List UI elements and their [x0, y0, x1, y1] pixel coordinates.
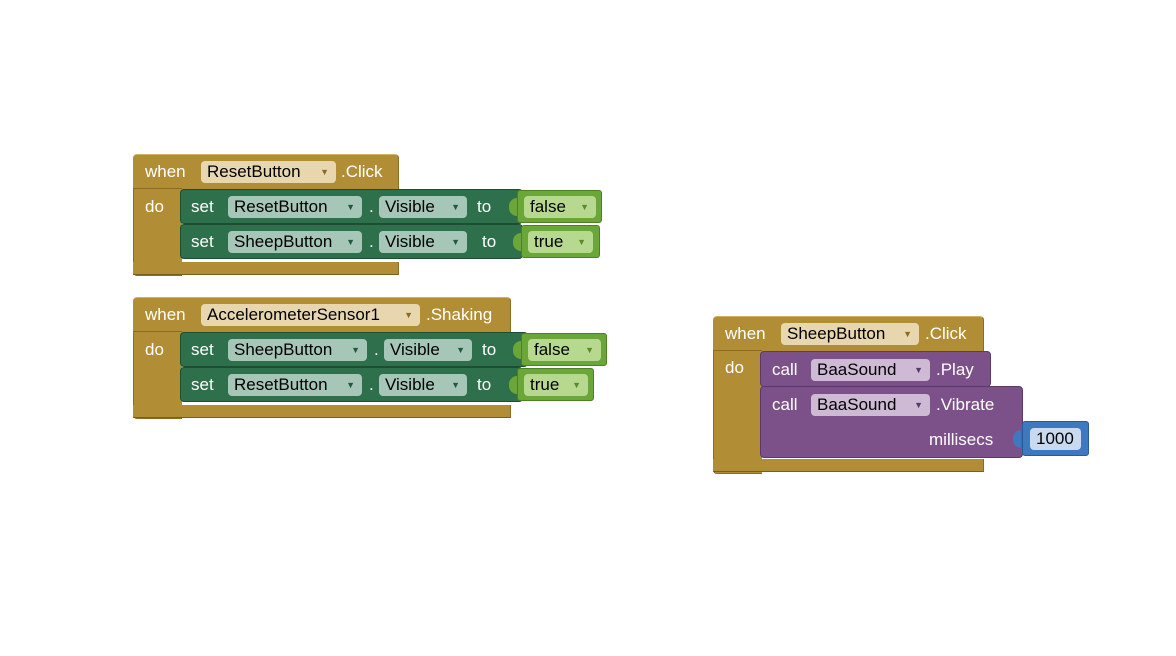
component-dropdown-sheepbutton[interactable]: SheepButton ▼	[781, 323, 919, 345]
call-block-play[interactable]: call BaaSound ▼ .Play	[760, 351, 991, 387]
do-label: do	[725, 358, 744, 377]
dropdown-arrow-icon: ▼	[903, 329, 912, 339]
dropdown-arrow-icon: ▼	[572, 380, 581, 390]
component-dropdown-resetbutton[interactable]: ResetButton ▼	[201, 161, 336, 183]
dropdown-arrow-icon: ▼	[577, 237, 586, 247]
set-block[interactable]: set SheepButton ▼ . Visible ▼ to	[180, 332, 528, 367]
do-label: do	[145, 197, 164, 216]
property-dropdown[interactable]: Visible ▼	[379, 374, 467, 396]
component-dropdown[interactable]: BaaSound ▼	[811, 359, 930, 381]
dropdown-arrow-icon: ▼	[914, 365, 923, 375]
set-block[interactable]: set ResetButton ▼ . Visible ▼ to	[180, 189, 523, 224]
component-dropdown-accelerometersensor1[interactable]: AccelerometerSensor1 ▼	[201, 304, 420, 326]
dot-label: .	[369, 197, 374, 216]
event-block-resetbutton-click[interactable]: when ResetButton ▼ .Click do set ResetBu…	[133, 154, 603, 279]
dot-label: .	[374, 340, 379, 359]
component-dropdown[interactable]: ResetButton ▼	[228, 374, 362, 396]
method-label: .Vibrate	[936, 395, 995, 414]
dropdown-arrow-icon: ▼	[404, 310, 413, 320]
boolean-block-true[interactable]: true ▼	[521, 225, 600, 258]
event-block-accelerometer-shaking[interactable]: when AccelerometerSensor1 ▼ .Shaking do …	[133, 297, 608, 422]
boolean-dropdown[interactable]: true ▼	[524, 374, 588, 396]
dot-label: .	[369, 232, 374, 251]
to-label: to	[477, 375, 492, 394]
property-dropdown[interactable]: Visible ▼	[379, 196, 467, 218]
event-name-label: .Click	[341, 162, 383, 181]
dropdown-arrow-icon: ▼	[346, 237, 355, 247]
do-label: do	[145, 340, 164, 359]
call-label: call	[772, 395, 798, 414]
param-label-millisecs: millisecs	[929, 430, 994, 449]
call-label: call	[772, 360, 798, 379]
set-label: set	[191, 197, 214, 216]
to-label: to	[477, 197, 492, 216]
set-label: set	[191, 375, 214, 394]
value-socket	[509, 376, 517, 394]
property-dropdown[interactable]: Visible ▼	[379, 231, 467, 253]
dropdown-arrow-icon: ▼	[451, 237, 460, 247]
dropdown-arrow-icon: ▼	[346, 380, 355, 390]
dot-label: .	[369, 375, 374, 394]
boolean-block-true[interactable]: true ▼	[517, 368, 594, 401]
number-block[interactable]: 1000	[1022, 421, 1089, 456]
dropdown-arrow-icon: ▼	[451, 380, 460, 390]
set-label: set	[191, 340, 214, 359]
boolean-block-false[interactable]: false ▼	[521, 333, 607, 366]
to-label: to	[482, 232, 497, 251]
when-label: when	[145, 162, 186, 181]
component-dropdown[interactable]: SheepButton ▼	[228, 231, 362, 253]
boolean-dropdown[interactable]: false ▼	[528, 339, 601, 361]
boolean-dropdown[interactable]: false ▼	[524, 196, 596, 218]
component-dropdown[interactable]: BaaSound ▼	[811, 394, 930, 416]
dropdown-arrow-icon: ▼	[585, 345, 594, 355]
set-block[interactable]: set ResetButton ▼ . Visible ▼ to	[180, 367, 523, 402]
event-name-label: .Shaking	[426, 305, 493, 324]
dropdown-arrow-icon: ▼	[320, 167, 329, 177]
component-dropdown[interactable]: ResetButton ▼	[228, 196, 362, 218]
component-dropdown[interactable]: SheepButton ▼	[228, 339, 367, 361]
method-label: .Play	[936, 360, 974, 379]
value-socket	[513, 233, 521, 251]
dropdown-arrow-icon: ▼	[914, 400, 923, 410]
property-dropdown[interactable]: Visible ▼	[384, 339, 472, 361]
dropdown-arrow-icon: ▼	[346, 202, 355, 212]
dropdown-arrow-icon: ▼	[451, 202, 460, 212]
to-label: to	[482, 340, 497, 359]
event-block-sheepbutton-click[interactable]: when SheepButton ▼ .Click do call BaaSou…	[713, 316, 1093, 476]
dropdown-arrow-icon: ▼	[351, 345, 360, 355]
number-field[interactable]: 1000	[1030, 428, 1081, 450]
dropdown-arrow-icon: ▼	[580, 202, 589, 212]
when-label: when	[725, 324, 766, 343]
when-label: when	[145, 305, 186, 324]
value-socket	[509, 198, 517, 216]
call-block-vibrate[interactable]: call BaaSound ▼ .Vibrate millisecs	[760, 386, 1023, 458]
set-label: set	[191, 232, 214, 251]
dropdown-arrow-icon: ▼	[456, 345, 465, 355]
value-socket	[513, 341, 521, 359]
event-name-label: .Click	[925, 324, 967, 343]
boolean-dropdown[interactable]: true ▼	[528, 231, 593, 253]
set-block[interactable]: set SheepButton ▼ . Visible ▼ to	[180, 224, 523, 259]
boolean-block-false[interactable]: false ▼	[517, 190, 602, 223]
value-socket	[1013, 430, 1021, 448]
